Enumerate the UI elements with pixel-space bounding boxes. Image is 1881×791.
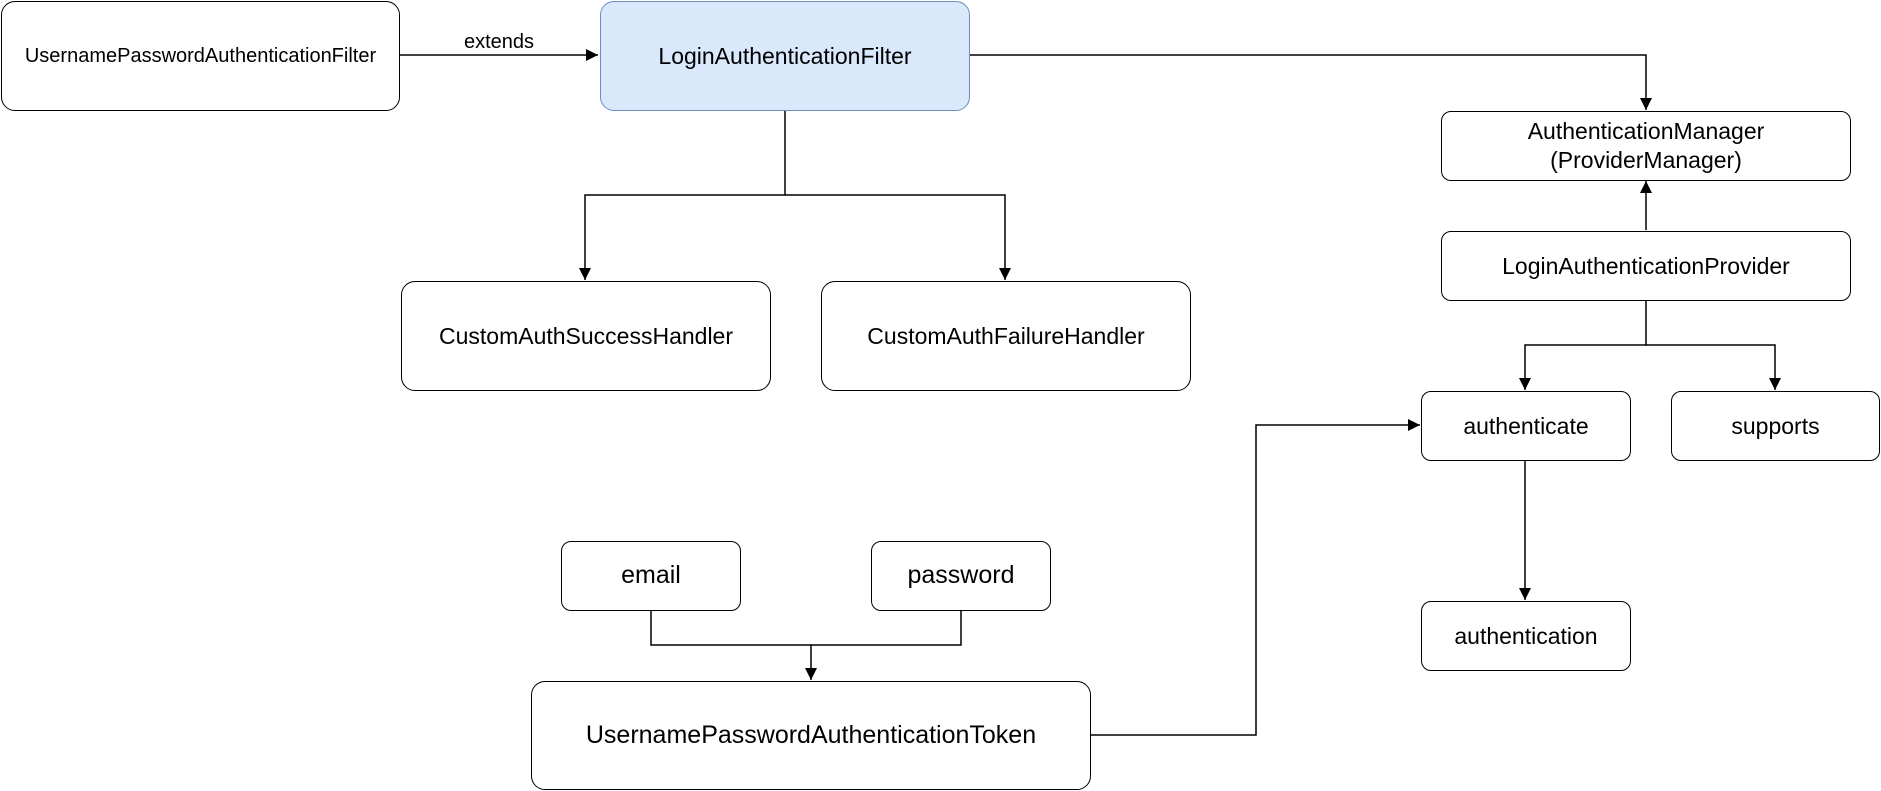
node-authenticate[interactable]: authenticate — [1421, 391, 1631, 461]
edge-filter-to-success — [579, 111, 786, 280]
node-authentication[interactable]: authentication — [1421, 601, 1631, 671]
edge-provider-to-supports — [1646, 344, 1781, 390]
node-authentication-manager[interactable]: AuthenticationManager (ProviderManager) — [1441, 111, 1851, 181]
node-login-authentication-filter[interactable]: LoginAuthenticationFilter — [600, 1, 970, 111]
node-username-password-authentication-filter[interactable]: UsernamePasswordAuthenticationFilter — [1, 1, 400, 111]
node-username-password-authentication-token[interactable]: UsernamePasswordAuthenticationToken — [531, 681, 1091, 790]
node-password[interactable]: password — [871, 541, 1051, 611]
node-custom-auth-failure-handler[interactable]: CustomAuthFailureHandler — [821, 281, 1191, 391]
edge-provider-to-authenticate — [1519, 300, 1647, 390]
edge-password-to-token — [811, 610, 962, 646]
edge-filter-to-manager — [970, 54, 1652, 110]
edge-email-to-token — [650, 610, 817, 680]
node-supports[interactable]: supports — [1671, 391, 1880, 461]
node-email[interactable]: email — [561, 541, 741, 611]
edge-label-extends: extends — [464, 31, 535, 53]
node-custom-auth-success-handler[interactable]: CustomAuthSuccessHandler — [401, 281, 771, 391]
edge-filter-to-failure — [785, 194, 1011, 280]
edge-token-to-authenticate — [1090, 419, 1420, 736]
node-login-authentication-provider[interactable]: LoginAuthenticationProvider — [1441, 231, 1851, 301]
